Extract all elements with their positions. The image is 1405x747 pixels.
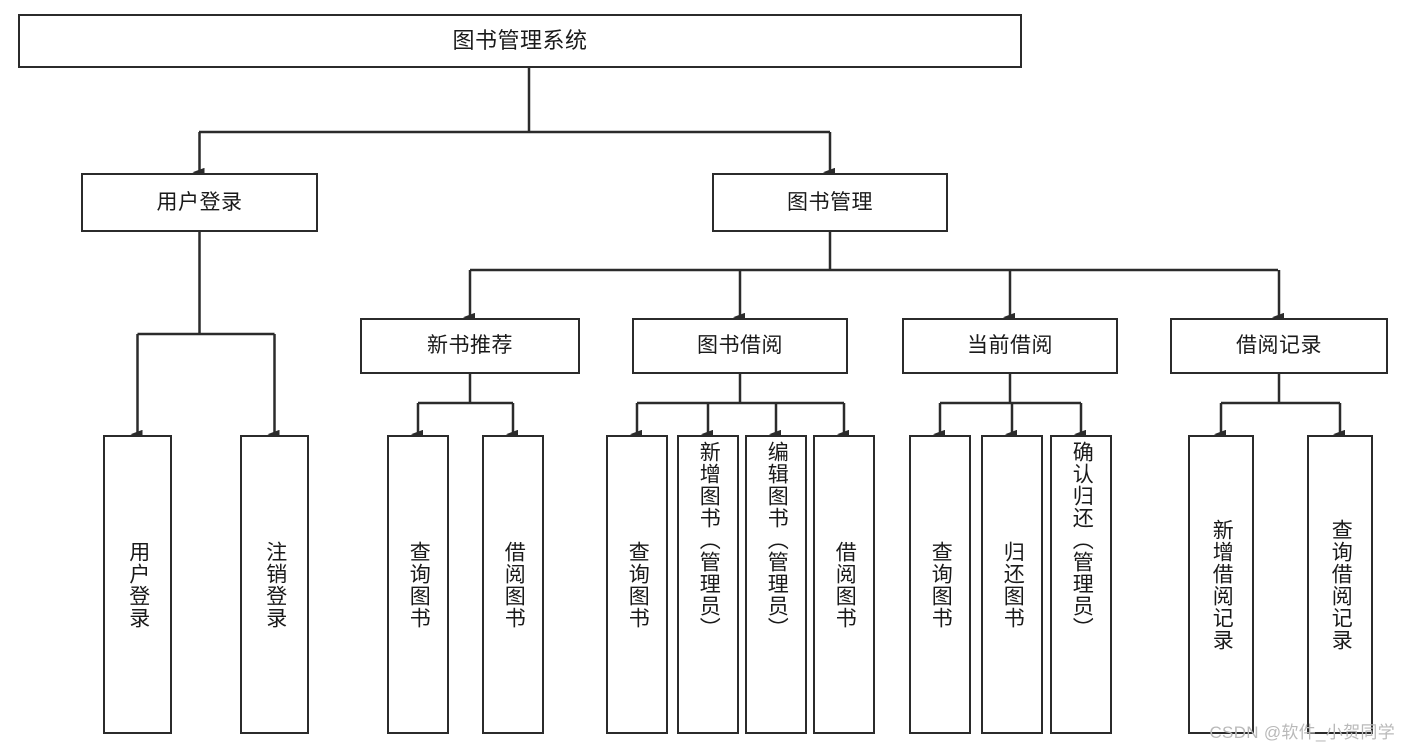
node-leaf-edit-book[interactable]: 编辑图书（管理员） [745, 435, 807, 734]
node-book-borrow-label: 图书借阅 [697, 334, 783, 358]
node-book-manage-label: 图书管理 [787, 190, 873, 214]
node-leaf-user-login-label: 用户登录 [126, 540, 150, 629]
node-new-book-recommend[interactable]: 新书推荐 [360, 318, 580, 374]
node-leaf-query-record[interactable]: 查询借阅记录 [1307, 435, 1373, 734]
node-leaf-query-book-cur-label: 查询图书 [929, 540, 953, 629]
node-book-borrow[interactable]: 图书借阅 [632, 318, 848, 374]
node-leaf-borrow-book-rec-label: 借阅图书 [502, 540, 526, 629]
node-leaf-confirm-return-label: 确认归还（管理员） [1070, 441, 1094, 639]
node-leaf-borrow-book[interactable]: 借阅图书 [813, 435, 875, 734]
node-root[interactable]: 图书管理系统 [18, 14, 1022, 68]
node-book-manage[interactable]: 图书管理 [712, 173, 948, 232]
node-leaf-logout-label: 注销登录 [263, 540, 287, 629]
node-leaf-add-book-label: 新增图书（管理员） [697, 441, 721, 639]
node-leaf-add-record-label: 新增借阅记录 [1210, 518, 1234, 651]
node-borrow-record-label: 借阅记录 [1236, 334, 1322, 358]
node-leaf-return-book[interactable]: 归还图书 [981, 435, 1043, 734]
node-borrow-record[interactable]: 借阅记录 [1170, 318, 1388, 374]
node-leaf-add-record[interactable]: 新增借阅记录 [1188, 435, 1254, 734]
node-leaf-borrow-book-rec[interactable]: 借阅图书 [482, 435, 544, 734]
node-current-borrow-label: 当前借阅 [967, 334, 1053, 358]
node-current-borrow[interactable]: 当前借阅 [902, 318, 1118, 374]
node-leaf-add-book[interactable]: 新增图书（管理员） [677, 435, 739, 734]
node-leaf-user-login[interactable]: 用户登录 [103, 435, 172, 734]
node-leaf-confirm-return[interactable]: 确认归还（管理员） [1050, 435, 1112, 734]
node-user-login-label: 用户登录 [156, 190, 243, 214]
node-leaf-query-book-borrow[interactable]: 查询图书 [606, 435, 668, 734]
node-leaf-logout[interactable]: 注销登录 [240, 435, 309, 734]
node-leaf-borrow-book-label: 借阅图书 [833, 540, 857, 629]
node-leaf-query-record-label: 查询借阅记录 [1329, 518, 1353, 651]
node-leaf-query-book-rec-label: 查询图书 [407, 540, 431, 629]
node-leaf-query-book-cur[interactable]: 查询图书 [909, 435, 971, 734]
node-user-login[interactable]: 用户登录 [81, 173, 318, 232]
csdn-watermark: CSDN @软件_小贺同学 [1209, 723, 1395, 742]
node-root-label: 图书管理系统 [452, 27, 588, 53]
node-leaf-edit-book-label: 编辑图书（管理员） [765, 441, 789, 639]
node-leaf-query-book-rec[interactable]: 查询图书 [387, 435, 449, 734]
node-leaf-return-book-label: 归还图书 [1001, 540, 1025, 629]
node-leaf-query-book-borrow-label: 查询图书 [626, 540, 650, 629]
node-new-book-recommend-label: 新书推荐 [427, 334, 513, 358]
